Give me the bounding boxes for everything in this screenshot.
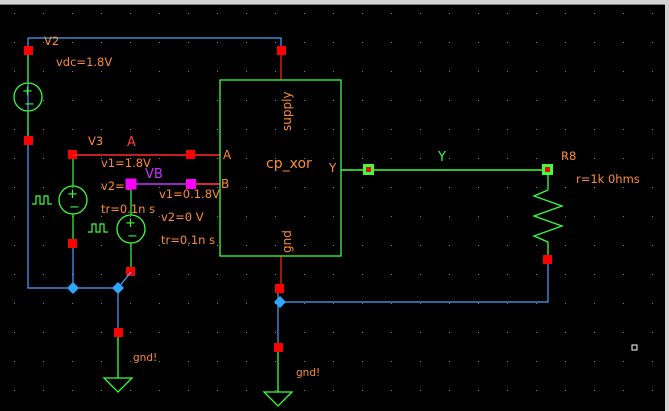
v2-dc-source[interactable]: + − [13,46,43,145]
svg-text:−: − [24,97,35,112]
vb-param-v1: v1=0.1.8V [159,187,220,201]
junctions [67,282,286,308]
xor-pin-a: A [223,148,232,162]
net-a-wire[interactable] [73,150,220,159]
r8-resistor[interactable] [532,175,564,264]
cp-xor-cell[interactable] [219,46,342,293]
svg-text:+: + [67,187,78,202]
v3-param-v2: v2=0 [101,179,132,193]
net-y-label: Y [437,150,446,165]
xor-pin-b: B [221,177,229,191]
net-y-wire[interactable] [341,164,553,175]
xor-pin-y: Y [328,161,337,175]
pulse-source-icon [116,214,146,244]
window-right-border [665,0,669,411]
net-a-label: A [127,135,136,150]
ground-2[interactable] [262,343,294,407]
ground-1-label: gnd! [133,352,157,364]
resistor-icon [532,189,564,243]
ground-1[interactable] [102,328,134,393]
svg-text:−: − [69,200,80,215]
vb-param-v2: v2=0 V [161,210,204,224]
r8-param-r: r=1k 0hms [576,172,640,186]
xor-cell-name: cp_xor [266,156,312,172]
v3-name-label: V3 [88,134,103,148]
ground-icon [262,391,294,407]
vb-pulse-source[interactable]: + − [88,184,146,289]
xor-pin-gnd: gnd [280,230,294,253]
vb-param-tr: tr=0.1n s [161,233,215,247]
xor-pin-supply: supply [280,91,294,131]
svg-text:−: − [127,229,138,244]
svg-text:+: + [125,216,136,231]
vb-name-label: VB [145,167,163,182]
v2-param-vdc: vdc=1.8V [56,55,112,69]
v3-pulse-source[interactable]: + − [32,150,88,248]
net-b-wire[interactable] [125,178,220,190]
cursor-marker [631,344,638,351]
v2-name-label: V2 [44,34,59,48]
v3-param-tr: tr=0.1n s [101,202,155,216]
r8-name-label: R8 [561,149,576,163]
window-top-border [0,0,669,5]
xor-cell-icon [219,79,342,257]
dc-source-icon [13,82,43,112]
v3-param-v1: v1=1.8V [101,156,151,170]
pulse-source-icon [58,185,88,215]
svg-text:+: + [22,84,33,99]
ground-icon [102,377,134,393]
ground-2-label: gnd! [296,367,320,379]
